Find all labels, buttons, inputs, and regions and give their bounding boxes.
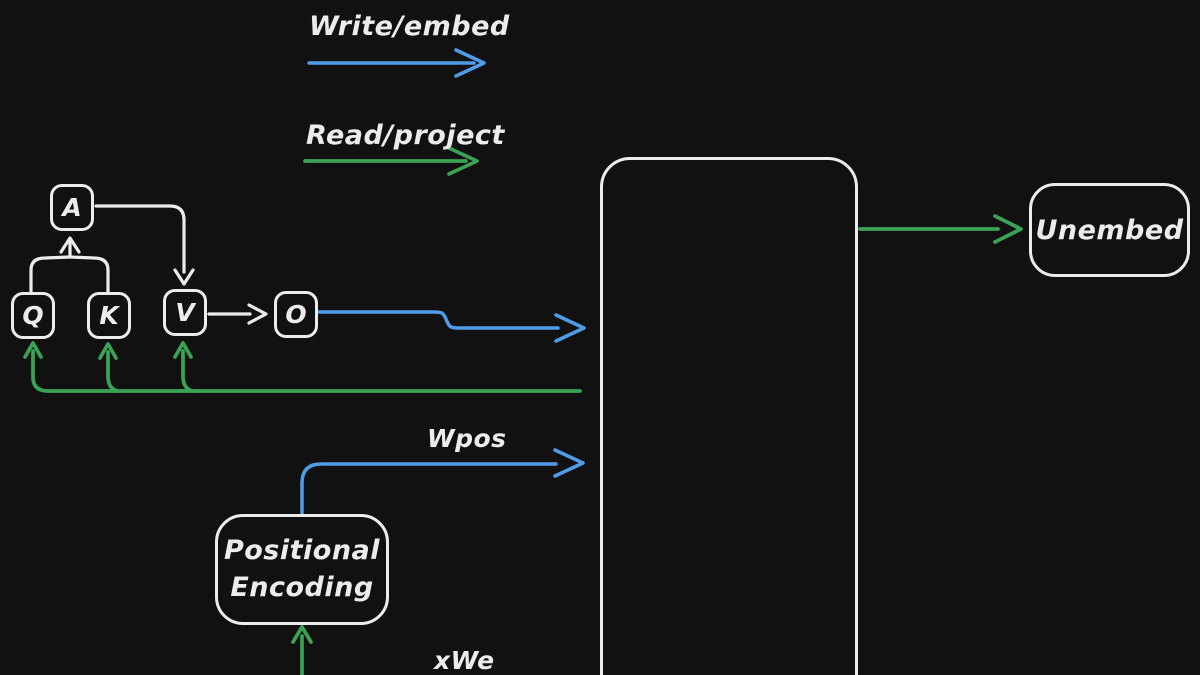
- node-k-label: K: [99, 301, 119, 330]
- v-to-o-arrow: [207, 303, 268, 325]
- node-q-label: Q: [22, 301, 44, 330]
- legend-write-embed-label: Write/embed: [309, 11, 510, 42]
- positional-encoding-input-arrow: [291, 625, 313, 675]
- node-o-label: O: [285, 300, 307, 329]
- node-k: K: [87, 292, 131, 339]
- node-v: V: [163, 289, 207, 336]
- read-project-legend-arrow: [303, 146, 479, 176]
- write-embed-legend-arrow: [307, 48, 486, 78]
- xwe-label: xWe: [434, 646, 495, 675]
- node-a-label: A: [62, 193, 82, 222]
- read-line-to-qkv: [23, 341, 582, 393]
- node-a: A: [50, 184, 94, 231]
- node-v-label: V: [175, 298, 195, 327]
- positional-encoding-label-line1: Positional: [223, 535, 381, 567]
- node-o: O: [274, 291, 318, 338]
- positional-encoding-box: Positional Encoding: [215, 514, 389, 625]
- a-to-v-arrow: [94, 204, 195, 286]
- wpos-arrow: [300, 448, 585, 515]
- node-q: Q: [11, 292, 55, 339]
- stream-to-unembed-arrow: [858, 214, 1023, 244]
- positional-encoding-label-line2: Encoding: [230, 571, 374, 603]
- o-write-arrow: [317, 310, 586, 343]
- residual-stream-box: [600, 157, 858, 675]
- qk-to-a-arrow: [29, 236, 110, 294]
- unembed-box: Unembed: [1029, 183, 1190, 277]
- unembed-label: Unembed: [1035, 214, 1184, 246]
- wpos-label: Wpos: [427, 424, 507, 453]
- legend-read-project-label: Read/project: [306, 120, 505, 151]
